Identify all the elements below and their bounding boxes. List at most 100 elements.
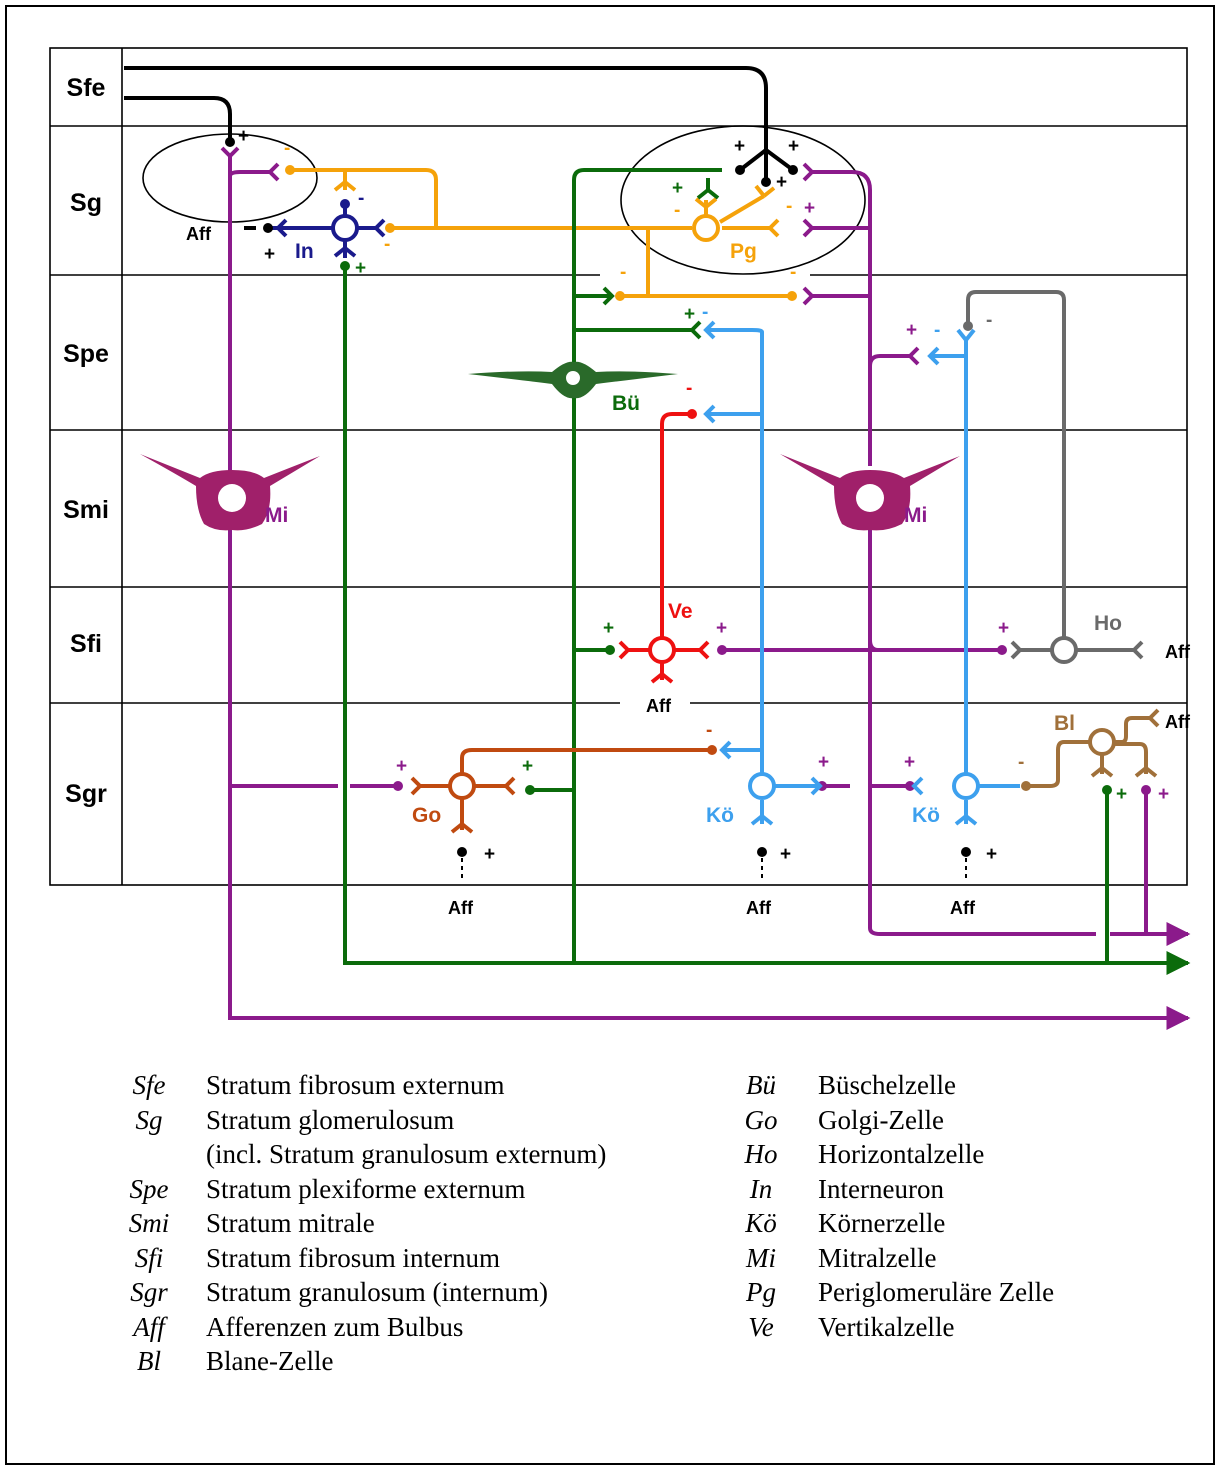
- sign: +: [904, 752, 915, 773]
- sign: +: [1116, 784, 1127, 805]
- sign: +: [818, 752, 829, 773]
- in-cell-body: [331, 214, 359, 242]
- sign: -: [384, 234, 390, 255]
- sign: +: [788, 136, 799, 157]
- mitral-cell-soma-right: [780, 454, 960, 531]
- label-bu: Bü: [612, 392, 640, 415]
- sign: -: [790, 262, 796, 283]
- interneuron-input-synapse: [244, 223, 273, 233]
- mitral-processes: [220, 146, 1188, 1030]
- sign: +: [986, 844, 997, 865]
- legend-desc: Stratum plexiforme externum: [206, 1173, 526, 1204]
- label-in: In: [295, 240, 314, 263]
- line-gaps: [600, 268, 810, 710]
- row-label-sg: Sg: [70, 189, 102, 217]
- sign: -: [706, 720, 712, 741]
- red-synapse: [687, 409, 697, 419]
- granule-cells: [703, 320, 1020, 826]
- sign: +: [804, 198, 815, 219]
- label-ho: Ho: [1094, 612, 1122, 635]
- ho-cell-body: [1050, 636, 1078, 664]
- sign: +: [264, 244, 275, 265]
- label-mi-right: Mi: [904, 504, 927, 527]
- sign: +: [484, 844, 495, 865]
- legend-row: (incl. Stratum granulosum externum): [106, 1137, 606, 1172]
- legend-abbr: Pg: [746, 1277, 776, 1307]
- sign: +: [355, 258, 366, 279]
- ve-cell-body: [648, 636, 676, 664]
- sign: -: [1018, 752, 1024, 773]
- sign: -: [358, 188, 364, 209]
- label-pg: Pg: [730, 240, 757, 263]
- aff-labels: Aff Aff Aff Aff Aff Aff Aff: [186, 224, 1191, 918]
- gray-synapse: [963, 321, 973, 331]
- sign: +: [1158, 784, 1169, 805]
- row-label-sgr: Sgr: [65, 780, 107, 808]
- legend-desc: Interneuron: [818, 1173, 944, 1204]
- periglomerular-network: [290, 168, 792, 298]
- bottom-afferents: [457, 847, 971, 880]
- vertical-cell: [618, 412, 710, 684]
- row-label-sfi: Sfi: [70, 630, 102, 658]
- mitral-cell-soma-left: [140, 454, 320, 531]
- legend-abbr: Ve: [748, 1311, 774, 1342]
- black-synapses: [225, 137, 798, 187]
- aff-label-bl: Aff: [1165, 712, 1191, 732]
- cell-labels: In Pg Bü Mi Mi Ve Ho Bl Go Kö Kö: [265, 240, 1122, 827]
- legend-abbr: Ho: [744, 1139, 778, 1169]
- label-ve: Ve: [668, 600, 693, 623]
- legend-abbr: Sgr: [130, 1277, 168, 1307]
- in-top-synapse: [340, 199, 350, 209]
- orange-synapses: [285, 165, 797, 301]
- legend-desc: Mitralzelle: [818, 1242, 937, 1273]
- legend-desc: (incl. Stratum granulosum externum): [206, 1139, 607, 1169]
- go-cell-body: [448, 772, 476, 800]
- ko-cell-body-2: [952, 772, 980, 800]
- legend-abbr: Sfe: [132, 1070, 166, 1100]
- legend-abbr: Bl: [137, 1346, 161, 1376]
- sign: -: [620, 262, 626, 283]
- sign: +: [238, 126, 249, 147]
- legend-abbr: Bü: [746, 1070, 776, 1100]
- sign: -: [934, 320, 940, 341]
- sign: +: [672, 178, 683, 199]
- label-bl: Bl: [1054, 712, 1075, 735]
- sign: -: [786, 196, 792, 217]
- aff-label-ho: Aff: [1165, 642, 1191, 662]
- legend-row: Aff Afferenzen zum Bulbus: [106, 1310, 606, 1345]
- sign: +: [522, 756, 533, 777]
- label-mi-left: Mi: [265, 504, 288, 527]
- legend-abbr: Aff: [133, 1311, 165, 1342]
- sign: -: [686, 378, 692, 399]
- layer-table: [49, 47, 1188, 886]
- sign: +: [780, 844, 791, 865]
- row-label-smi: Smi: [63, 496, 109, 524]
- horizontal-cell: [966, 290, 1144, 660]
- legend-desc: Afferenzen zum Bulbus: [206, 1311, 464, 1342]
- sign: +: [998, 618, 1009, 639]
- sign: -: [986, 310, 992, 331]
- label-ko-1: Kö: [706, 804, 734, 827]
- row-label-spe: Spe: [63, 340, 109, 368]
- glomerulus-right: [620, 125, 866, 275]
- legend-abbr: Spe: [129, 1173, 169, 1204]
- legend-abbr: Mi: [746, 1242, 776, 1273]
- pg-cell-body: [692, 214, 720, 242]
- sign: -: [702, 302, 708, 323]
- aff-label-go: Aff: [448, 898, 474, 918]
- legend-desc: Stratum fibrosum externum: [206, 1070, 505, 1100]
- row-label-sfe: Sfe: [67, 74, 106, 102]
- purple-synapses: [393, 645, 1151, 795]
- sign: +: [776, 172, 787, 193]
- aff-label-in: Aff: [186, 224, 212, 244]
- aff-label-ko-2: Aff: [950, 898, 976, 918]
